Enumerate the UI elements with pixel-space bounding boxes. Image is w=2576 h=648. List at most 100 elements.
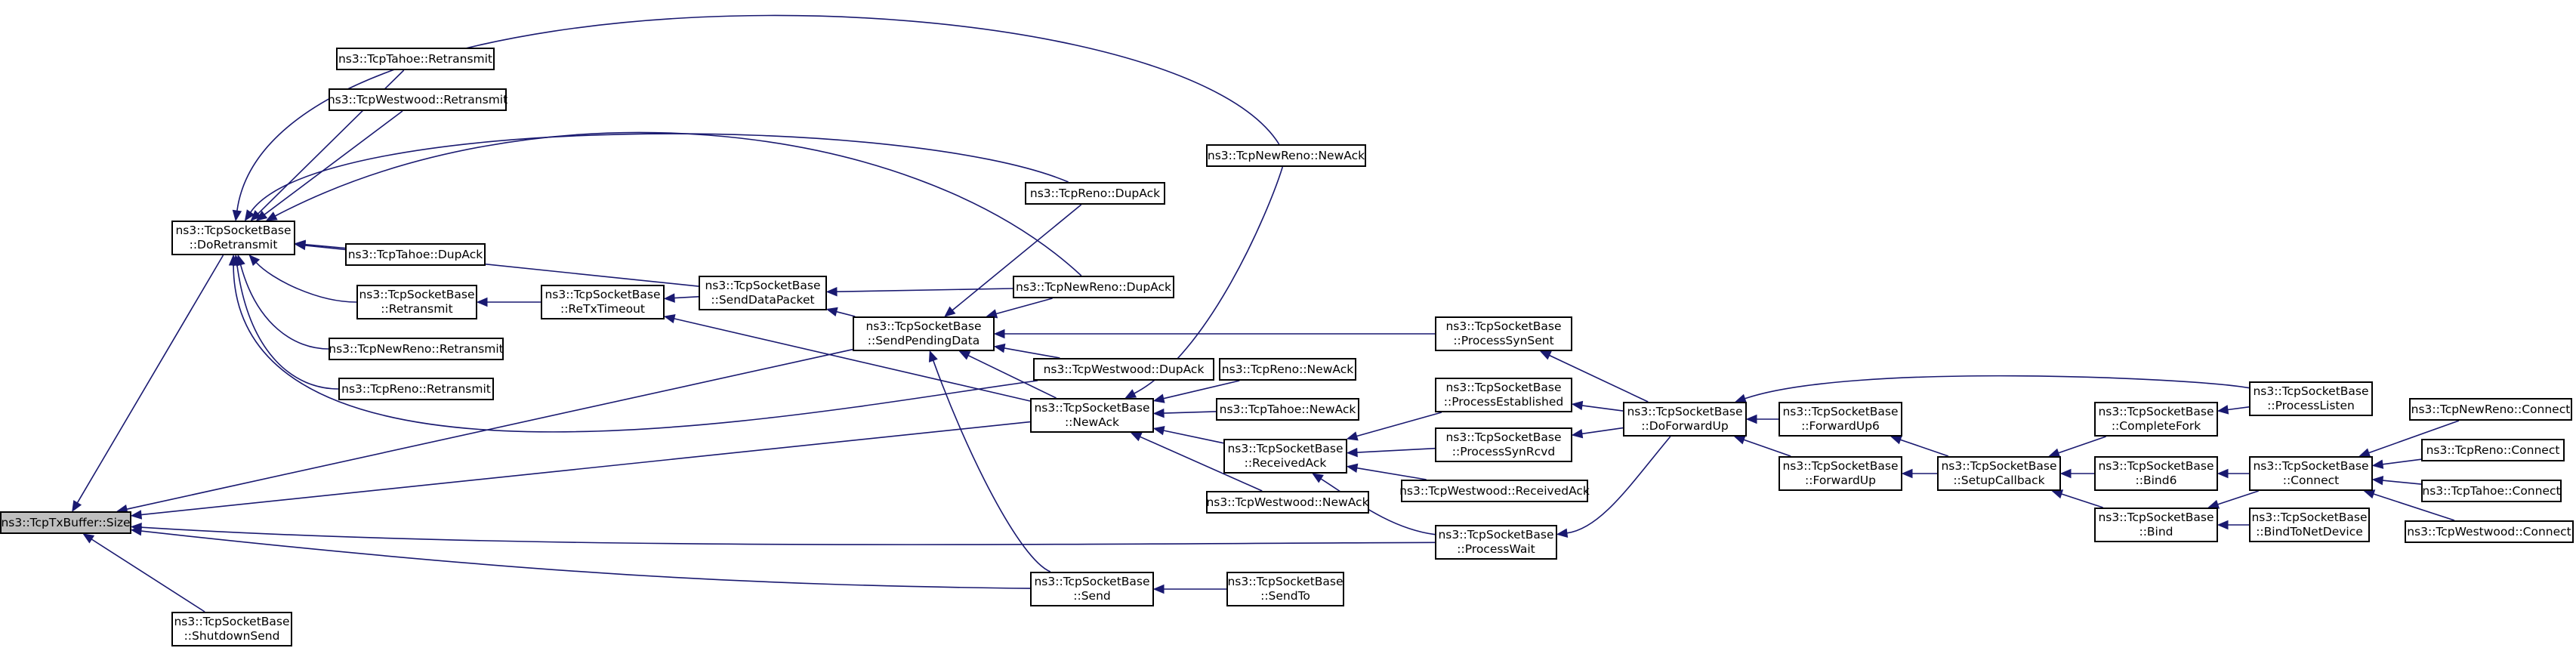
graph-node-newreno-dupack[interactable]: ns3::TcpNewReno::DupAck [1013,276,1174,298]
arrowhead-icon [993,329,1005,339]
node-label-line: ns3::TcpTahoe::DupAck [347,247,483,261]
graph-node-retxtimeout[interactable]: ns3::TcpSocketBase::ReTxTimeout [541,285,665,319]
node-label-line: ns3::TcpSocketBase [2098,405,2214,418]
node-label-line: ns3::TcpSocketBase [174,615,290,628]
node-label-line: ns3::TcpSocketBase [359,288,475,301]
arrowhead-icon [1152,393,1165,403]
call-edge-newack-to-sendpendingdata [967,354,1057,399]
node-label-line: ns3::TcpNewReno::NewAck [1207,148,1365,162]
node-label-line: ::Bind6 [2135,474,2177,487]
graph-node-reno-newack[interactable]: ns3::TcpReno::NewAck [1219,358,1356,381]
graph-node-reno-dupack[interactable]: ns3::TcpReno::DupAck [1025,182,1165,205]
call-edge-processwait-to-receivedack [1320,478,1436,535]
node-label-line: ns3::TcpSocketBase [1941,459,2057,473]
node-label-line: ns3::TcpSocketBase [2098,459,2214,473]
graph-node-newreno-retx[interactable]: ns3::TcpNewReno::Retransmit [329,338,504,360]
node-label-line: ns3::TcpTahoe::Retransmit [338,51,493,66]
node-label-line: ns3::TcpSocketBase [1782,405,1899,418]
arrowhead-icon [663,293,675,303]
graph-node-processestablished[interactable]: ns3::TcpSocketBase::ProcessEstablished [1435,378,1572,412]
node-label-line: ::CompleteFork [2111,419,2201,433]
graph-node-sendpendingdata[interactable]: ns3::TcpSocketBase::SendPendingData [853,316,995,351]
graph-node-westwood-receivedack[interactable]: ns3::TcpWestwood::ReceivedAck [1399,480,1590,502]
graph-node-tahoe-newack[interactable]: ns3::TcpTahoe::NewAck [1216,398,1359,421]
node-label-line: ::BindToNetDevice [2256,525,2363,538]
call-edge-reno_retx-to-doretransmit [236,264,339,390]
node-label-line: ::ReceivedAck [1244,456,1327,470]
graph-node-newreno-newack[interactable]: ns3::TcpNewReno::NewAck [1206,144,1366,167]
call-edge-processsynrcvd-to-receivedack [1356,447,1436,453]
node-label-line: ::NewAck [1064,415,1120,429]
call-edge-westwood_retx-to-doretransmit [264,110,403,215]
node-label-line: ns3::TcpSocketBase [2098,511,2214,524]
node-label-line: ::Send [1073,589,1111,603]
node-label-line: ns3::TcpSocketBase [865,319,982,333]
call-edge-newreno_dupack-to-sendpendingdata [995,298,1053,315]
graph-node-setupcallback[interactable]: ns3::TcpSocketBase::SetupCallback [1937,456,2061,491]
arrowhead-icon [72,500,82,513]
graph-node-doretransmit[interactable]: ns3::TcpSocketBase::DoRetransmit [171,221,295,255]
arrowhead-icon [1346,463,1359,474]
node-label-line: ::ReTxTimeout [560,302,645,316]
call-edge-tahoe_dupack-to-doretransmit [304,243,346,249]
graph-node-send[interactable]: ns3::TcpSocketBase::Send [1030,572,1154,606]
call-edge-setupcallback-to-forwardup6 [1900,439,1949,457]
call-edge-processestablished-to-receivedack [1356,412,1442,437]
node-label-line: ns3::TcpReno::Connect [2426,443,2560,457]
call-edge-westwood_dupack-to-sendpendingdata [1004,347,1060,359]
graph-node-westwood-connect[interactable]: ns3::TcpWestwood::Connect [2405,520,2574,543]
arrowhead-icon [2217,405,2229,415]
arrowhead-icon [2217,468,2229,479]
arrowhead-icon [228,254,239,266]
node-label-line: ::SendDataPacket [711,293,815,307]
graph-node-completefork[interactable]: ns3::TcpSocketBase::CompleteFork [2094,402,2218,437]
graph-node-processsynsent[interactable]: ns3::TcpSocketBase::ProcessSynSent [1435,316,1572,351]
graph-node-processlisten[interactable]: ns3::TcpSocketBase::ProcessListen [2249,381,2373,416]
call-edge-retransmit-to-doretransmit [255,261,357,303]
graph-node-processwait[interactable]: ns3::TcpSocketBase::ProcessWait [1435,525,1557,560]
graph-node-doforwardup[interactable]: ns3::TcpSocketBase::DoForwardUp [1623,402,1747,437]
call-edge-newack-to-size [140,421,1031,516]
graph-node-bind6[interactable]: ns3::TcpSocketBase::Bind6 [2094,456,2218,491]
graph-node-retransmit[interactable]: ns3::TcpSocketBase::Retransmit [356,285,477,319]
graph-node-reno-retx[interactable]: ns3::TcpReno::Retransmit [338,378,494,400]
graph-node-forwardup[interactable]: ns3::TcpSocketBase::ForwardUp [1779,456,1902,491]
arrowhead-icon [248,255,261,267]
graph-node-newreno-connect[interactable]: ns3::TcpNewReno::Connect [2409,398,2572,421]
graph-node-tahoe-connect[interactable]: ns3::TcpTahoe::Connect [2421,480,2562,502]
node-label-line: ::ProcessWait [1457,542,1535,556]
arrowhead-icon [1745,414,1757,424]
graph-node-westwood-newack[interactable]: ns3::TcpWestwood::NewAck [1206,491,1369,514]
node-label-line: ns3::TcpTxBuffer::Size [1,515,131,529]
graph-node-newack[interactable]: ns3::TcpSocketBase::NewAck [1030,398,1154,433]
graph-node-shutdownsend[interactable]: ns3::TcpSocketBase::ShutdownSend [171,612,292,646]
node-label-line: ::Connect [2282,474,2340,487]
graph-node-connect[interactable]: ns3::TcpSocketBase::Connect [2249,456,2373,491]
arrowhead-icon [663,313,676,324]
arrowhead-icon [1130,432,1143,442]
graph-node-sendto[interactable]: ns3::TcpSocketBase::SendTo [1226,572,1344,606]
graph-node-tahoe-retx[interactable]: ns3::TcpTahoe::Retransmit [336,48,495,70]
graph-node-senddatapacket[interactable]: ns3::TcpSocketBase::SendDataPacket [699,276,827,310]
call-edge-westwood_newack-to-newack [1140,436,1263,492]
node-label-line: ns3::TcpReno::DupAck [1029,186,1161,200]
call-edge-newreno_retx-to-doretransmit [239,264,329,350]
graph-node-bindtonetdevice[interactable]: ns3::TcpSocketBase::BindToNetDevice [2249,508,2370,542]
graph-node-bind[interactable]: ns3::TcpSocketBase::Bind [2094,508,2218,542]
arrowhead-icon [993,343,1006,353]
graph-node-processsynrcvd[interactable]: ns3::TcpSocketBase::ProcessSynRcvd [1435,427,1572,462]
graph-node-tahoe-dupack[interactable]: ns3::TcpTahoe::DupAck [345,243,486,266]
call-edge-doforwardup-to-processsynrcvd [1581,427,1624,435]
arrowhead-icon [1152,425,1165,436]
graph-node-westwood-retx[interactable]: ns3::TcpWestwood::Retransmit [328,88,507,111]
node-label-line: ns3::TcpNewReno::Connect [2411,402,2571,416]
call-edge-westwood_connect-to-connect [2373,493,2455,521]
arrowhead-icon [294,239,306,249]
graph-node-forwardup6[interactable]: ns3::TcpSocketBase::ForwardUp6 [1779,402,1902,437]
graph-node-westwood-dupack[interactable]: ns3::TcpWestwood::DupAck [1033,358,1214,381]
graph-node-receivedack[interactable]: ns3::TcpSocketBase::ReceivedAck [1223,439,1347,474]
node-label-line: ::ProcessSynRcvd [1452,445,1556,458]
graph-node-reno-connect[interactable]: ns3::TcpReno::Connect [2421,439,2565,461]
call-edge-receivedack-to-newack [1163,430,1224,444]
